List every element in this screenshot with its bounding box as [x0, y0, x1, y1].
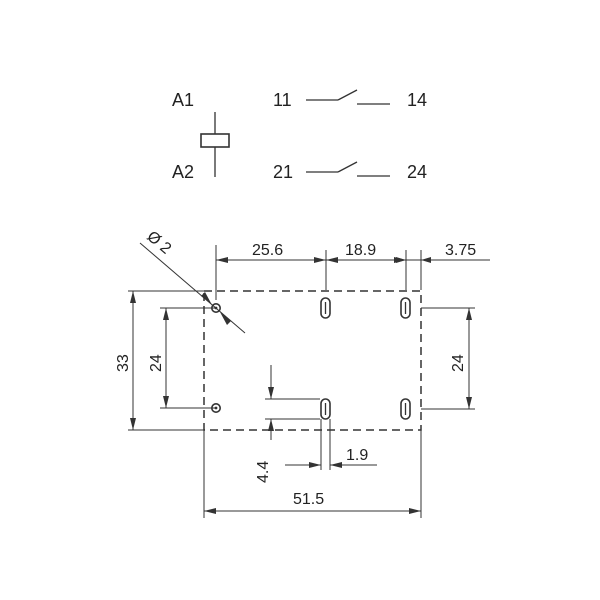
contact-slot-bottom-1: [320, 398, 331, 420]
contact-1-terminal-14: 14: [407, 90, 427, 110]
coil-terminal-a1: A1: [172, 90, 194, 110]
left-dimension-24: [160, 307, 216, 409]
coil-terminal-a2: A2: [172, 162, 194, 182]
contact-slot-top-2: [400, 297, 411, 319]
slot-length-dimension: [265, 365, 320, 440]
contact-slot-bottom-2: [400, 398, 411, 420]
dim-slot-length-4-4: 4.4: [255, 461, 272, 483]
contact-1-symbol: [306, 89, 390, 105]
contact-2-terminal-21: 21: [273, 162, 293, 182]
top-dimension-chain: [215, 245, 490, 300]
right-dimension-24: [421, 307, 475, 410]
hole-diameter-leader: [139, 242, 246, 334]
coil-symbol: [200, 112, 230, 177]
left-dimension-33: [128, 290, 204, 431]
contact-slot-top-1: [320, 297, 331, 319]
dim-offset-3-75: 3.75: [445, 242, 476, 259]
bottom-dimension-51-5: [203, 430, 422, 518]
dim-slot-width-1-9: 1.9: [346, 447, 368, 464]
dim-hole-diameter: Ø 2: [143, 228, 174, 258]
dim-pitch-18-9: 18.9: [345, 242, 376, 259]
dim-pitch-25-6: 25.6: [252, 242, 283, 259]
contact-1-terminal-11: 11: [273, 90, 292, 110]
contact-2-symbol: [306, 161, 390, 177]
relay-outline: [203, 290, 422, 431]
contact-2-terminal-24: 24: [407, 162, 427, 182]
dim-overall-height-33: 33: [115, 354, 132, 372]
dim-pin-spacing-left-24: 24: [148, 354, 165, 372]
slot-width-dimension: [285, 419, 377, 470]
dim-overall-width-51-5: 51.5: [293, 491, 324, 508]
dim-pin-spacing-right-24: 24: [450, 354, 467, 372]
